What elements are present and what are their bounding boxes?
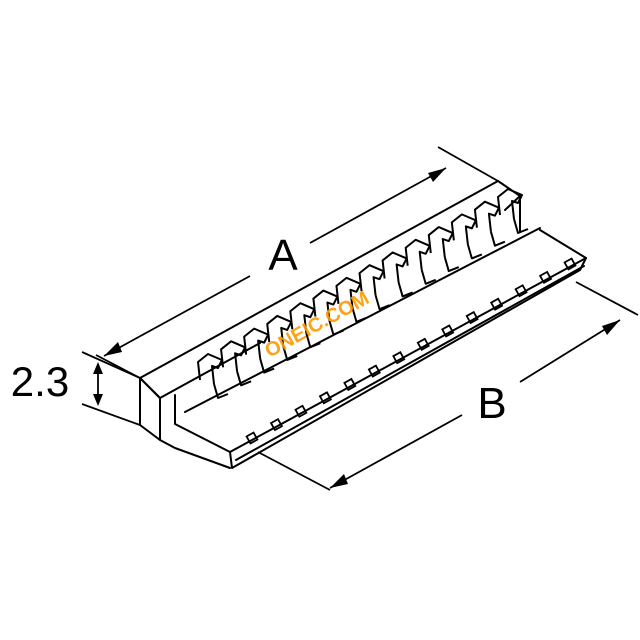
dimension-b-arrow-right bbox=[602, 320, 620, 335]
dimension-height-label: 2.3 bbox=[11, 358, 69, 405]
contact-finger bbox=[197, 353, 223, 385]
contact-finger-foot bbox=[443, 256, 460, 273]
pin-slot bbox=[563, 257, 577, 271]
contact-finger bbox=[404, 238, 431, 270]
contact-finger bbox=[427, 226, 454, 258]
contact-finger-foot bbox=[420, 269, 437, 285]
dimension-a-arrow-left bbox=[104, 342, 122, 356]
contact-finger bbox=[497, 188, 523, 220]
pin-slot bbox=[465, 310, 479, 325]
dimension-b-arrow-left bbox=[330, 474, 348, 488]
contact-finger bbox=[220, 340, 247, 372]
watermark-text: ONEIC.COM bbox=[261, 287, 373, 362]
dimension-a-arrow-right bbox=[428, 168, 446, 182]
contact-finger-foot bbox=[259, 358, 275, 374]
connector-body bbox=[139, 180, 587, 469]
dimension-b bbox=[257, 281, 639, 491]
pin-slot bbox=[269, 417, 284, 432]
contact-finger-foot bbox=[397, 282, 413, 298]
dimension-height-arrow-bottom bbox=[93, 394, 103, 406]
contact-finger bbox=[450, 213, 477, 245]
contact-finger-foot bbox=[466, 244, 483, 260]
dimension-height-arrow-top bbox=[93, 362, 103, 374]
pin-slot bbox=[343, 377, 357, 392]
pin-slot bbox=[441, 324, 455, 338]
pin-slot bbox=[392, 351, 406, 365]
contact-finger-foot bbox=[489, 231, 506, 247]
contact-fingers bbox=[197, 188, 529, 399]
pin-slot bbox=[294, 404, 308, 418]
contact-finger-foot bbox=[374, 294, 390, 311]
contact-finger-foot bbox=[305, 332, 321, 349]
pin-slot bbox=[514, 284, 528, 298]
contact-finger-foot bbox=[328, 320, 344, 336]
contact-finger-foot bbox=[351, 307, 367, 323]
pin-slots bbox=[245, 257, 577, 445]
pin-slot bbox=[367, 364, 381, 378]
contact-finger-foot bbox=[236, 371, 252, 387]
dimension-a-label: A bbox=[268, 231, 298, 280]
pin-slot bbox=[318, 391, 333, 405]
pin-slot bbox=[489, 297, 504, 311]
contact-finger-foot bbox=[513, 218, 529, 234]
pin-slot bbox=[245, 431, 259, 445]
dimension-b-label: B bbox=[477, 379, 506, 428]
dimension-a bbox=[95, 146, 499, 379]
contact-finger-foot bbox=[213, 383, 229, 399]
pin-slot bbox=[538, 270, 553, 285]
pin-slot bbox=[416, 337, 430, 351]
contact-finger bbox=[381, 251, 408, 283]
contact-finger bbox=[473, 200, 500, 232]
contact-finger-foot bbox=[282, 345, 298, 361]
